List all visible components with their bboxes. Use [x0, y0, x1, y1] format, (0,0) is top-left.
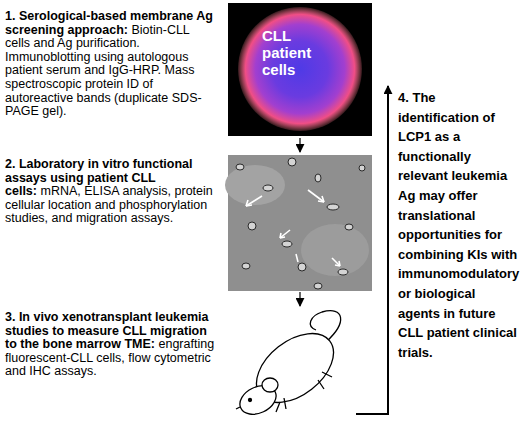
- cell-photo-frame: [228, 3, 372, 136]
- step-heading: 4. The identification of LCP1 as a funct…: [398, 90, 519, 360]
- conclusion-step: 4. The identification of LCP1 as a funct…: [382, 86, 520, 336]
- step-description: Biotin-CLL cells and Ag purification. Im…: [5, 23, 202, 119]
- flow-arrow: [299, 138, 300, 152]
- mouse-drawing: [235, 311, 346, 420]
- screening-step: 1. Serological-based membrane Ag screeni…: [0, 0, 376, 138]
- micrograph-patch: [301, 224, 369, 276]
- step-text: 2. Laboratory in vitro functional assays…: [5, 158, 217, 226]
- cll-cell-image: [238, 7, 362, 131]
- migrating-cells: [236, 158, 365, 289]
- in-vitro-step: 2. Laboratory in vitro functional assays…: [0, 152, 376, 292]
- migration-micrograph: [225, 155, 372, 291]
- image-label: CLL patient cells: [262, 27, 332, 78]
- micrograph-patch: [225, 165, 285, 205]
- flow-arrow: [299, 292, 300, 306]
- migration-arrows: [246, 190, 340, 266]
- flow-arrow: [356, 86, 388, 414]
- step-text: 3. In vivo xenotransplant leukemia studi…: [5, 311, 217, 379]
- step-text: 4. The identification of LCP1 as a funct…: [398, 88, 518, 362]
- in-vivo-step: 3. In vivo xenotransplant leukemia studi…: [0, 306, 356, 427]
- step-text: 1. Serological-based membrane Ag screeni…: [5, 10, 217, 119]
